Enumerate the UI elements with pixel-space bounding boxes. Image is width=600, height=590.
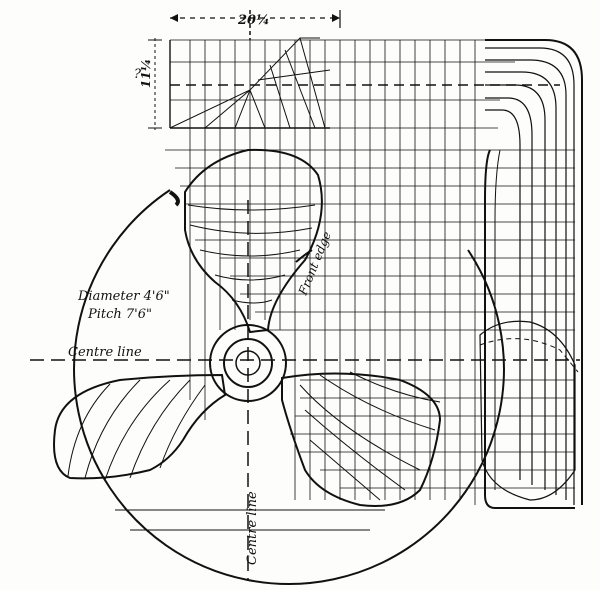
lower-right-blade <box>281 371 442 507</box>
vertical-construction-lines <box>189 40 476 505</box>
disc-chord-lines <box>115 509 385 531</box>
left-dimension <box>148 38 162 130</box>
upper-blade <box>184 148 323 334</box>
left-dimension-top-label: ? <box>134 67 142 82</box>
top-dimension-label: 20¼ <box>237 13 270 28</box>
top-dimension <box>170 10 341 40</box>
horizontal-centre-line-label: Centre line <box>68 345 142 360</box>
developed-blade-dashed-edge <box>479 338 579 373</box>
propeller-disc-circle <box>73 189 505 586</box>
pitch-triangle <box>169 37 331 129</box>
lower-left-blade <box>53 373 227 481</box>
developed-blade-outline <box>479 320 576 501</box>
pitch-label: Pitch 7'6" <box>87 307 152 322</box>
left-dimension-mid-label: 11¼ <box>139 59 153 88</box>
blade-end-profiles <box>484 39 583 509</box>
vertical-centre-line-label: Centre line <box>245 491 260 565</box>
disc-edge-mark <box>168 190 180 207</box>
diameter-label: Diameter 4'6" <box>77 289 170 304</box>
